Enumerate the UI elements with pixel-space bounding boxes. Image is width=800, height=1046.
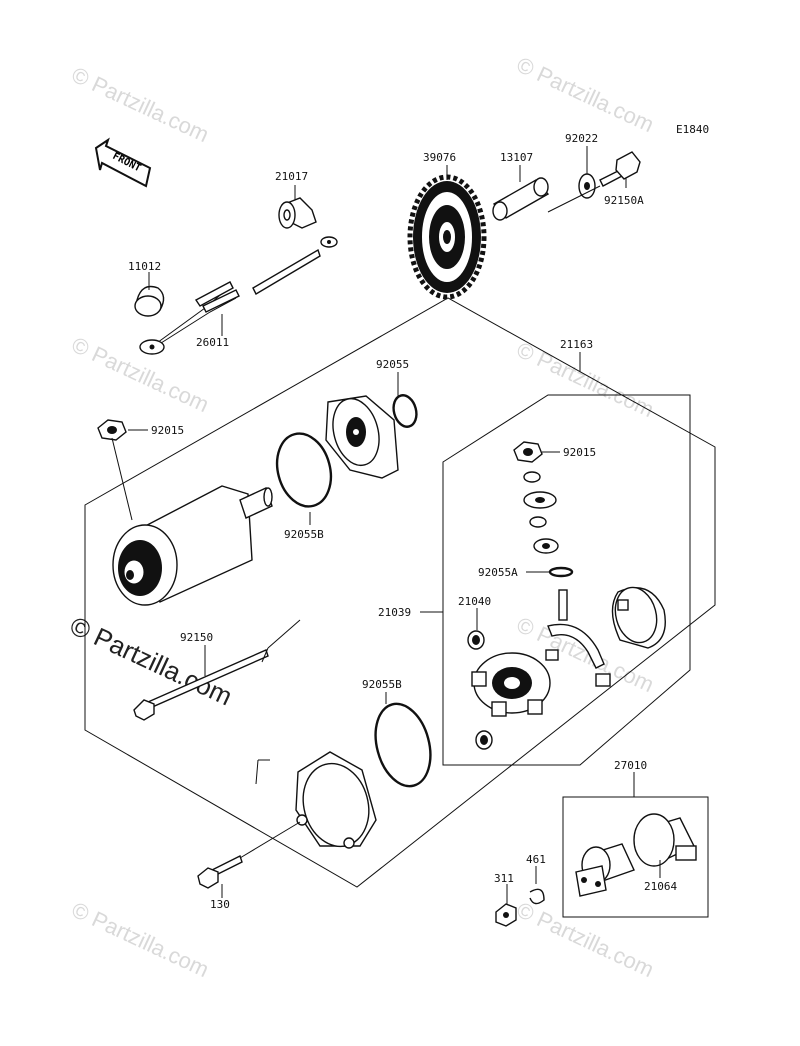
brush-plate bbox=[471, 652, 551, 717]
leader-nut-line bbox=[111, 437, 133, 521]
part-label: 21017 bbox=[275, 170, 308, 183]
cap-21017 bbox=[278, 197, 317, 229]
starter-assembly-outline bbox=[84, 297, 716, 888]
gear-39076 bbox=[413, 181, 481, 293]
part-label: 92055A bbox=[478, 566, 518, 579]
brush-holder-outline bbox=[442, 394, 691, 766]
washer-stack-4 bbox=[533, 538, 559, 554]
o-ring-92055B-bottom bbox=[374, 702, 432, 788]
nut-92015 bbox=[97, 419, 127, 441]
spring-21040-top bbox=[467, 630, 485, 650]
relay-box-outline bbox=[562, 796, 709, 918]
o-ring-92055B-top bbox=[275, 432, 333, 508]
part-label: 92055B bbox=[284, 528, 324, 541]
yoke-ring bbox=[611, 586, 666, 649]
washer-92022 bbox=[578, 173, 596, 199]
leader-130-line bbox=[239, 821, 301, 859]
washer-stack-1 bbox=[523, 471, 541, 483]
nut-311 bbox=[495, 903, 517, 927]
shaft-13107 bbox=[492, 177, 550, 221]
part-label: 21040 bbox=[458, 595, 491, 608]
leader-shaft-line bbox=[547, 185, 601, 213]
part-label: 92150 bbox=[180, 631, 213, 644]
part-label: 92055 bbox=[376, 358, 409, 371]
diagram-code: E1840 bbox=[676, 123, 709, 136]
spring-21040-bottom bbox=[475, 730, 493, 750]
part-label: 21064 bbox=[644, 880, 677, 893]
cap-11012 bbox=[134, 285, 165, 317]
relay bbox=[575, 843, 635, 897]
part-label: 39076 bbox=[423, 151, 456, 164]
cover-21064 bbox=[633, 813, 697, 867]
part-label: 26011 bbox=[196, 336, 229, 349]
part-label: 92015 bbox=[563, 446, 596, 459]
starter-cable bbox=[252, 236, 338, 295]
watermark-text: © Partzilla.com bbox=[68, 897, 213, 982]
washer-stack-3 bbox=[529, 516, 547, 528]
part-label: 21039 bbox=[378, 606, 411, 619]
part-label: 27010 bbox=[614, 759, 647, 772]
part-label: 92055B bbox=[362, 678, 402, 691]
leader-cover-tick bbox=[255, 759, 259, 785]
brush-holder-clip bbox=[545, 589, 611, 687]
part-label: 92150A bbox=[604, 194, 644, 207]
starter-motor bbox=[112, 485, 273, 606]
watermark-text: © Partzilla.com bbox=[68, 62, 213, 147]
o-ring-92055A bbox=[548, 566, 574, 578]
part-label: 130 bbox=[210, 898, 230, 911]
leader-bolt-tick bbox=[261, 647, 269, 663]
bolt-92150 bbox=[133, 649, 269, 721]
end-cover bbox=[325, 395, 399, 479]
front-arrow-icon: FRONT bbox=[94, 137, 152, 188]
watermark-text: © Partzilla.com bbox=[513, 52, 658, 137]
rear-cover bbox=[295, 751, 377, 849]
part-label: 461 bbox=[526, 853, 546, 866]
nut-92015-inner bbox=[513, 441, 543, 463]
part-label: 21163 bbox=[560, 338, 593, 351]
bolt-130 bbox=[197, 855, 243, 889]
bolt-92150A bbox=[599, 151, 641, 187]
part-label: 311 bbox=[494, 872, 514, 885]
watermark-main: © Partzilla.com bbox=[65, 610, 236, 711]
washer-stack-2 bbox=[523, 491, 557, 509]
part-label: 92015 bbox=[151, 424, 184, 437]
lead-26011 bbox=[139, 281, 240, 355]
part-label: 11012 bbox=[128, 260, 161, 273]
leader-lines bbox=[128, 146, 661, 904]
part-label: 92022 bbox=[565, 132, 598, 145]
o-ring-92055 bbox=[392, 394, 418, 428]
part-labels: 21017 11012 26011 39076 13107 92022 9215… bbox=[128, 132, 677, 911]
watermark-text: © Partzilla.com bbox=[513, 897, 658, 982]
clip-461 bbox=[529, 888, 545, 905]
leader-bolt-line bbox=[267, 619, 301, 649]
part-label: 13107 bbox=[500, 151, 533, 164]
